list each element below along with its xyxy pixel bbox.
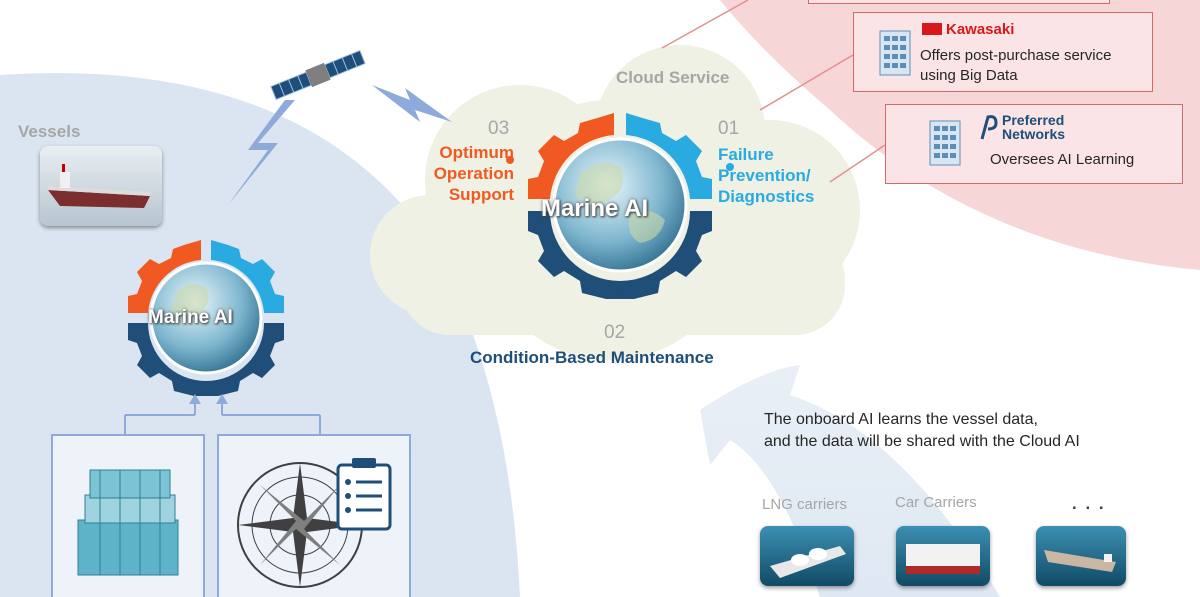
function-03-line3: Support [448,185,514,204]
fleet-label-more: . . . [1072,494,1106,513]
pfn-logo-mark [980,115,998,140]
function-02-label: Condition-Based Maintenance [470,348,714,367]
function-01-line1: Failure [718,145,774,164]
function-01-number: 01 [718,118,740,139]
center-gear-label: Marine AI [541,195,649,222]
lightning-link-right [372,85,452,122]
kawasaki-brand: Kawasaki [946,21,1015,38]
clipboard-icon [336,458,392,531]
function-03-label: Optimum Operation Support [404,142,514,205]
connector-kawasaki [759,54,854,111]
onboard-gear-label: Marine AI [148,307,233,328]
onboard-connectors [124,402,321,435]
partner-box-pfn: Preferred Networks Oversees AI Learning [885,104,1183,184]
onboard-gear-graphic [128,240,284,396]
note-line1: The onboard AI learns the vessel data, [764,411,1038,428]
building-icon [929,120,961,166]
function-01-line3: Diagnostics [718,187,815,206]
function-01-label: Failure Prevention/ Diagnostics [718,144,814,207]
pfn-brand-line1: Preferred [1002,112,1065,128]
connector-pfn [829,144,886,183]
satellite-icon [270,49,366,101]
pfn-line1: Oversees AI Learning [990,151,1135,168]
fleet-label-car: Car Carriers [895,494,977,511]
center-gear-graphic [506,113,734,299]
vessels-label: Vessels [18,122,81,141]
connector-top [661,0,749,49]
function-02-number: 02 [604,322,626,343]
car-carrier-photo [896,526,990,586]
partner-box-top [808,0,1110,4]
vessel-photo [40,146,162,226]
pfn-brand-line2: Networks [1002,126,1066,142]
kawasaki-line2: using Big Data [920,67,1018,84]
function-03-number: 03 [488,118,510,139]
note-line2: and the data will be shared with the Clo… [764,433,1080,450]
lng-carrier-photo [760,526,854,586]
function-03-line1: Optimum [439,143,514,162]
fleet-label-lng: LNG carriers [762,496,848,513]
compass-icon [237,462,363,588]
cloud-service-label: Cloud Service [616,68,730,87]
partner-box-kawasaki: Kawasaki Offers post-purchase service us… [853,12,1153,92]
function-03-line2: Operation [433,164,514,183]
building-icon [879,30,911,76]
function-01-line2: Prevention/ [718,166,811,185]
kawasaki-line1: Offers post-purchase service [920,47,1112,64]
engine-icon [77,469,179,576]
tanker-photo [1036,526,1126,586]
kawasaki-logo-mark [922,23,942,35]
kawasaki-logo: Kawasaki [922,21,1014,38]
